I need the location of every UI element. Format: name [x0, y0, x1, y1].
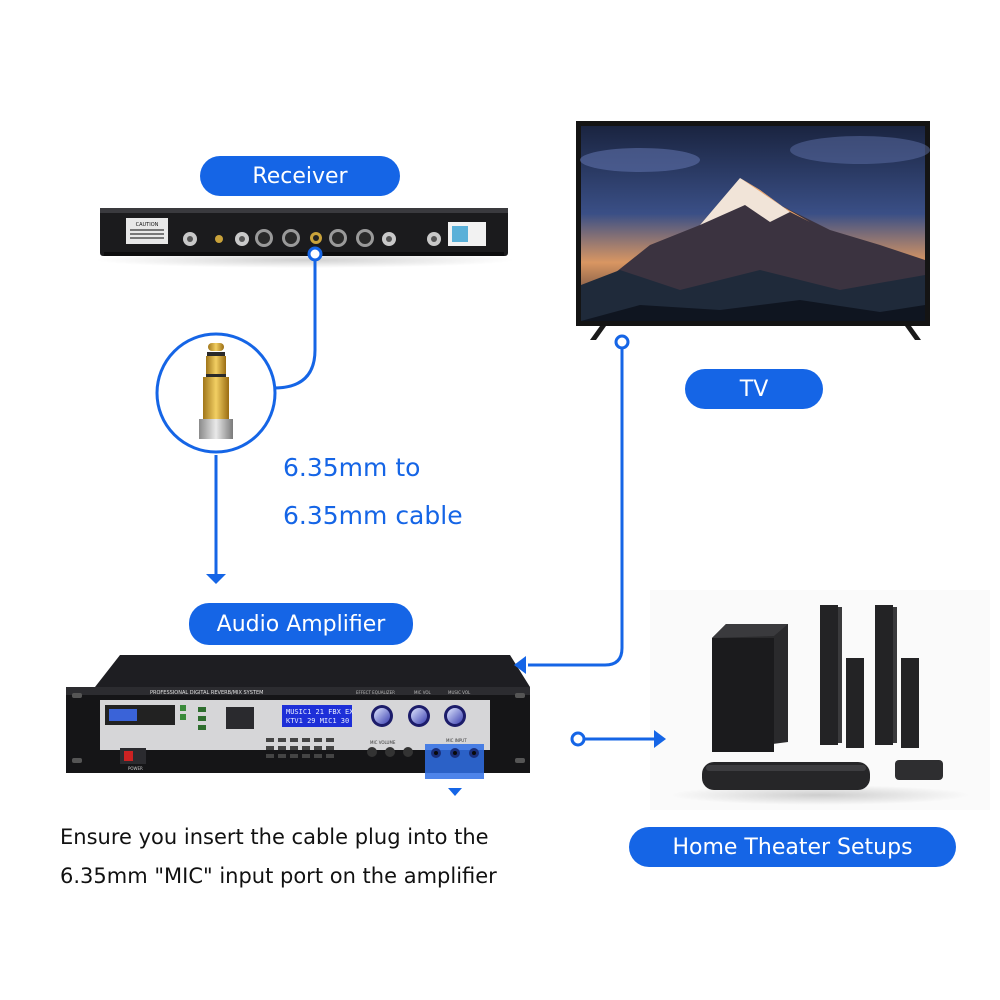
amplifier-device: PROFESSIONAL DIGITAL REVERB/MIX SYSTEM E…	[66, 655, 530, 796]
mic-vol-label: MIC VOL	[414, 690, 432, 695]
tv-device	[576, 121, 930, 340]
effect-label: EFFECT EQUALIZER	[356, 690, 395, 695]
jack-plug-icon	[208, 343, 224, 351]
lcd-line1: MUSIC1 21 FBX EX	[286, 708, 354, 716]
mic-input-pointer-icon	[448, 788, 462, 796]
satellite-speaker-icon	[901, 658, 919, 748]
tower-speaker-icon	[875, 605, 893, 745]
amplifier-output-marker-icon	[572, 733, 584, 745]
receiver-device: CAUTION	[95, 208, 515, 268]
arrow-down-icon	[206, 574, 226, 584]
amp-button	[198, 707, 206, 712]
amplifier-title: PROFESSIONAL DIGITAL REVERB/MIX SYSTEM	[150, 690, 263, 696]
receiver-box-icon	[895, 760, 943, 780]
jack-plug-zoom	[157, 334, 275, 452]
receiver-port-marker-icon	[309, 248, 321, 260]
amp-button	[198, 716, 206, 721]
caution-text: CAUTION	[136, 222, 159, 228]
mic-volume-knob-icon	[367, 747, 377, 757]
tv-port-marker-icon	[616, 336, 628, 348]
music-vol-label: MUSIC VOL	[448, 690, 471, 695]
mic-volume-label: MIC VOLUME	[370, 740, 396, 745]
mic-volume-knob-icon	[403, 747, 413, 757]
power-label: POWER	[128, 766, 143, 771]
satellite-speaker-icon	[846, 658, 864, 748]
cable-path-tv-to-amplifier	[528, 344, 622, 665]
amp-button	[198, 725, 206, 730]
home-theater-device	[650, 590, 990, 810]
tower-speaker-icon	[820, 605, 838, 745]
mic-input-label: MIC INPUT	[446, 738, 467, 743]
mic-volume-knob-icon	[385, 747, 395, 757]
lcd-line2: KTV1 29 MIC1 30	[286, 717, 349, 725]
